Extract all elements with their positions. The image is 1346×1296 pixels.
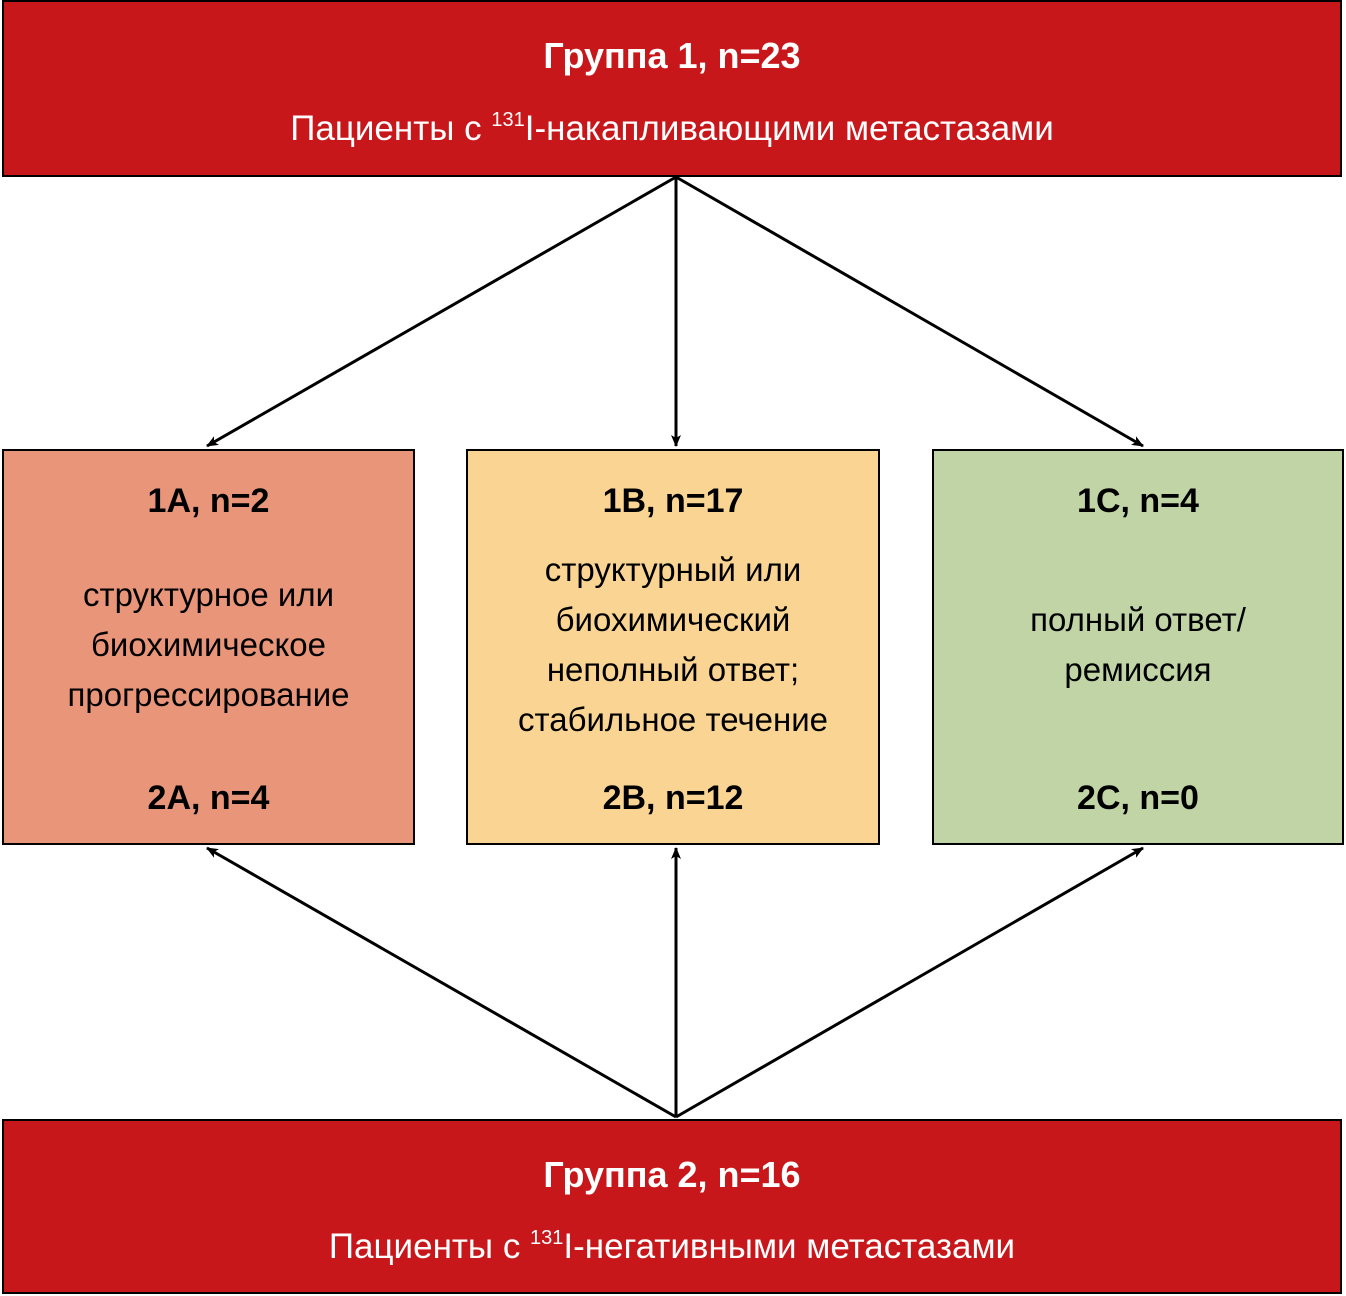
subgroup-b-bottom-label: 2B, n=12 [602, 779, 744, 817]
group-1-title: Группа 1, n=23 [543, 35, 801, 76]
group-2-subtitle: Пациенты с 131I-негативными метастазами [4, 1227, 1340, 1267]
subgroup-a-bottom-label: 2A, n=4 [147, 779, 270, 817]
group-2-title: Группа 2, n=16 [543, 1154, 801, 1195]
arrow-group2-to-a [206, 846, 677, 1119]
subgroup-b-line: неполный ответ; [546, 651, 800, 688]
subgroup-a-top-label: 1A, n=2 [147, 482, 270, 520]
subgroup-a-line: биохимическое [91, 626, 326, 663]
subgroup-b-box: 1B, n=17 структурный или биохимический н… [466, 449, 880, 845]
subgroup-b-description: структурный или биохимический неполный о… [468, 529, 878, 761]
subgroup-a-description: структурное или биохимическое прогрессир… [4, 529, 413, 761]
subgroup-b-line: биохимический [555, 601, 791, 638]
subgroup-b-top-label: 1B, n=17 [602, 482, 744, 520]
subgroup-c-bottom-label: 2C, n=0 [1077, 779, 1199, 817]
arrow-group1-to-c [675, 175, 1144, 448]
arrow-group1-to-a [206, 175, 677, 448]
subgroup-a-box: 1A, n=2 структурное или биохимическое пр… [2, 449, 415, 845]
group-1-subtitle-suffix: I-накапливающими метастазами [524, 109, 1054, 148]
subgroup-b-line: структурный или [544, 551, 802, 588]
group-2-box: Группа 2, n=16 Пациенты с 131I-негативны… [2, 1119, 1342, 1294]
subgroup-c-box: 1C, n=4 полный ответ/ ремиссия 2C, n=0 [932, 449, 1344, 845]
subgroup-c-description: полный ответ/ ремиссия [934, 529, 1342, 761]
subgroup-b-line: стабильное течение [517, 701, 829, 738]
subgroup-a-line: прогрессирование [67, 676, 350, 713]
group-1-isotope-superscript: 131 [491, 109, 525, 131]
subgroup-c-top-label: 1C, n=4 [1077, 482, 1199, 520]
group-2-isotope-superscript: 131 [530, 1227, 564, 1249]
subgroup-c-line: ремиссия [1064, 651, 1212, 688]
arrow-group2-to-c [675, 846, 1144, 1119]
group-1-subtitle: Пациенты с 131I-накапливающими метастаза… [4, 109, 1340, 149]
group-2-subtitle-suffix: I-негативными метастазами [563, 1227, 1016, 1266]
subgroup-c-line: полный ответ/ [1030, 601, 1246, 638]
group-1-box: Группа 1, n=23 Пациенты с 131I-накаплива… [2, 0, 1342, 177]
group-1-subtitle-prefix: Пациенты с [290, 109, 492, 148]
subgroup-a-line: структурное или [82, 576, 335, 613]
group-2-subtitle-prefix: Пациенты с [328, 1227, 531, 1266]
